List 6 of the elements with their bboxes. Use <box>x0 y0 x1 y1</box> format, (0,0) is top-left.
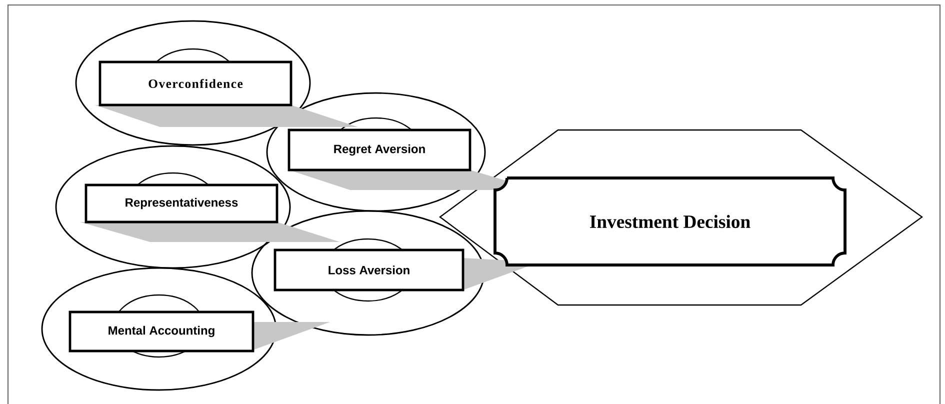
label-box: Representativeness <box>84 184 278 224</box>
label-box: Mental Accounting <box>68 310 254 352</box>
label-box: Overconfidence <box>98 60 292 106</box>
label-box: Loss Aversion <box>274 248 464 292</box>
label-box: Regret Aversion <box>288 128 472 172</box>
title-plaque: Investment Decision <box>494 176 846 266</box>
